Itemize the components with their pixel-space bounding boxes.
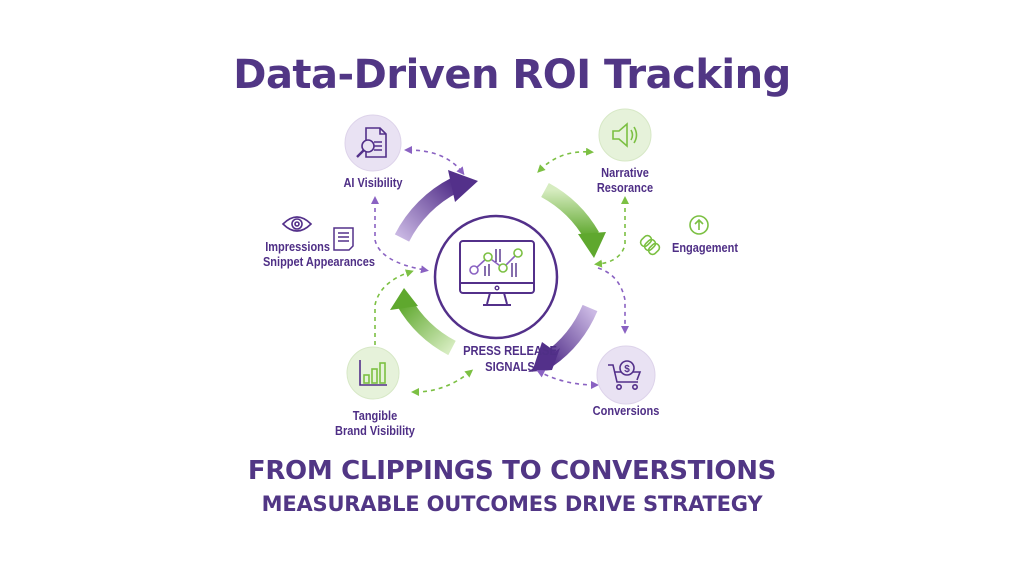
connector-lines: [371, 146, 629, 396]
link-icon: [639, 234, 661, 256]
page-title: Data-Driven ROI Tracking: [233, 52, 791, 98]
label-engagement: Engagement: [671, 241, 738, 255]
bar-chart-icon: [359, 360, 387, 386]
center-hub: [433, 214, 559, 340]
cart-dollar-icon: [608, 360, 642, 390]
node-narrative: [598, 108, 652, 162]
node-tangible: [346, 346, 400, 400]
label-tangible: Tangible Brand Visibility: [318, 409, 432, 439]
label-tangible-line2: Brand Visibility: [335, 424, 415, 438]
document-icon: [333, 227, 354, 251]
eye-icon: [281, 216, 313, 232]
node-conversions: $: [596, 345, 656, 405]
center-label: PRESS RELEASE SIGNALS: [441, 343, 579, 375]
arrow-up-circle-icon: [689, 215, 709, 235]
monitor-chart-icon: [459, 240, 535, 306]
cycle-arrow-bottom-right: [528, 304, 598, 372]
label-conversions: Conversions: [592, 404, 660, 418]
node-ai-visibility: [344, 114, 402, 172]
dollar-sign-icon: $: [624, 364, 630, 375]
label-narrative-line1: Narrative: [601, 166, 649, 180]
label-narrative-line2: Resorance: [596, 181, 654, 195]
label-snippet-appearances: Snippet Appearances: [262, 255, 376, 269]
document-search-icon: [356, 127, 387, 158]
label-tangible-line1: Tangible: [352, 409, 398, 423]
label-impressions: Impressions: [265, 240, 330, 254]
footer-subheadline: MEASURABLE OUTCOMES DRIVE STRATEGY: [261, 492, 763, 516]
label-narrative: Narrative Resorance: [581, 166, 669, 196]
speaker-icon: [612, 122, 638, 148]
center-label-line2: SIGNALS: [485, 359, 535, 374]
label-ai-visibility: AI Visibility: [343, 176, 403, 190]
footer-headline: FROM CLIPPINGS TO CONVERSTIONS: [247, 456, 777, 486]
center-label-line1: PRESS RELEASE: [463, 343, 557, 358]
cycle-arrow-top-right: [541, 182, 606, 258]
cycle-arrow-bottom-left: [390, 288, 456, 356]
